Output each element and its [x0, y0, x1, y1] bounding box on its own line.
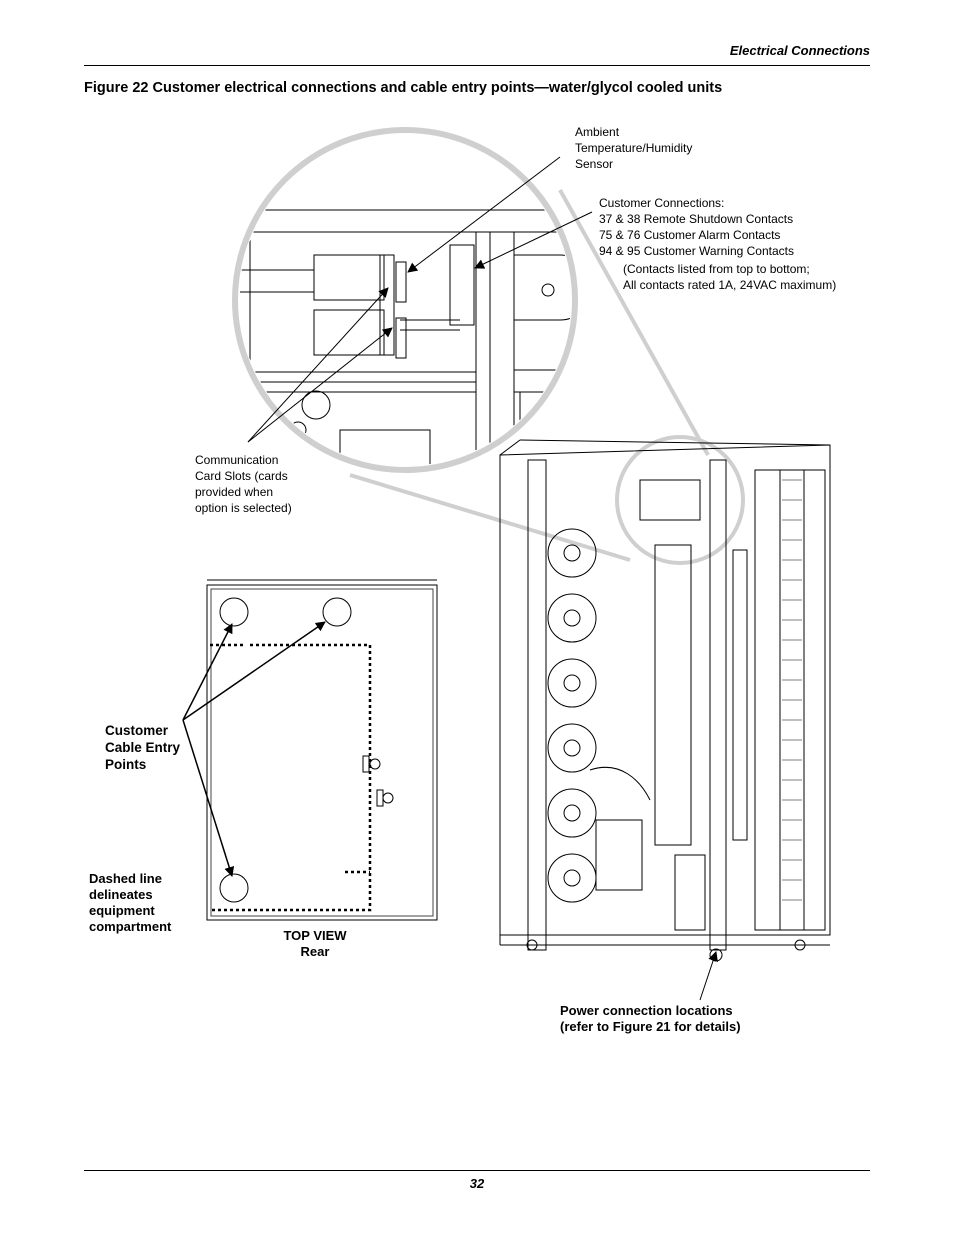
- top-view-drawing: [206, 579, 438, 921]
- detail-magnifier-circle: [232, 127, 578, 473]
- unit-highlight-circle: [615, 435, 745, 565]
- page-number: 32: [469, 1176, 485, 1191]
- top-view-label: TOP VIEW Rear: [283, 928, 347, 959]
- dashed-line-label: Dashed line delineates equipment compart…: [89, 871, 172, 934]
- power-connection-label: Power connection locations (refer to Fig…: [560, 1003, 741, 1034]
- customer-connections-label: Customer Connections: 37 & 38 Remote Shu…: [599, 196, 794, 258]
- cable-entry-label: Customer Cable Entry Points: [105, 723, 181, 772]
- fan-array: [547, 528, 597, 903]
- cooling-unit-drawing: [499, 439, 831, 962]
- running-head: Electrical Connections: [729, 43, 870, 58]
- header-rule: [84, 65, 870, 66]
- communication-slots-label: Communication Card Slots (cards provided…: [195, 453, 292, 515]
- contacts-note-label: (Contacts listed from top to bottom; All…: [623, 262, 837, 292]
- figure-caption: Figure 22 Customer electrical connection…: [84, 80, 723, 96]
- footer-rule: [84, 1170, 870, 1171]
- ambient-sensor-label: Ambient Temperature/Humidity Sensor: [575, 125, 693, 171]
